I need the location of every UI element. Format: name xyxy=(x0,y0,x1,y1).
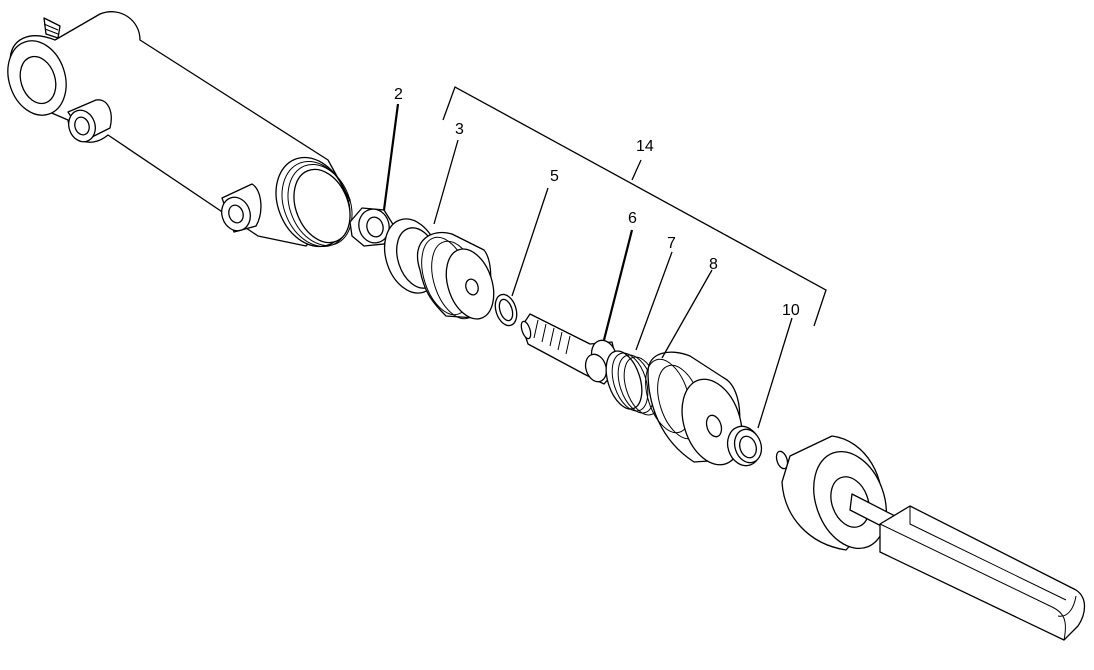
leader-10 xyxy=(757,317,793,429)
callout-8: 8 xyxy=(709,256,718,273)
callout-14: 14 xyxy=(636,138,654,155)
callout-2: 2 xyxy=(394,86,403,103)
hex-nut xyxy=(349,207,395,247)
callout-10: 10 xyxy=(782,302,800,319)
o-ring xyxy=(494,293,518,327)
leader-6 xyxy=(602,229,634,341)
valve-rod xyxy=(520,313,619,385)
leader-5 xyxy=(511,187,549,297)
callout-3: 3 xyxy=(455,121,464,138)
bushing xyxy=(726,425,763,467)
leader-14 xyxy=(631,159,642,181)
leader-3 xyxy=(433,139,459,225)
group-bracket xyxy=(442,86,827,327)
piston xyxy=(417,232,495,320)
callout-5: 5 xyxy=(550,168,559,185)
leader-2 xyxy=(382,103,400,211)
handle-assembly xyxy=(775,435,1086,641)
cylinder-body xyxy=(7,11,353,248)
leader-8 xyxy=(661,269,713,359)
leader-7 xyxy=(635,251,673,351)
callout-7: 7 xyxy=(667,235,676,252)
callout-6: 6 xyxy=(628,210,637,227)
